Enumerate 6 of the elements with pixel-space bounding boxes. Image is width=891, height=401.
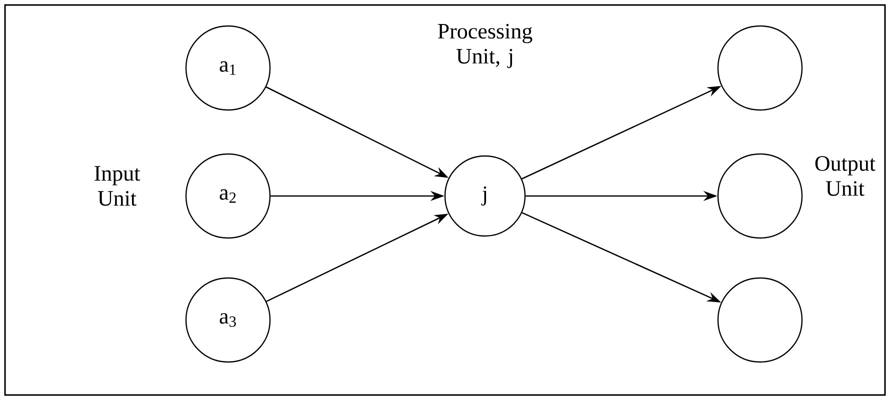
output-circle [717,153,803,239]
output-circle [717,25,803,111]
unit-label: Output Unit [815,156,876,196]
unit-label: Input Unit [94,166,140,206]
output-circle [717,277,803,363]
unit-heading: Processing Unit, j [438,24,532,68]
